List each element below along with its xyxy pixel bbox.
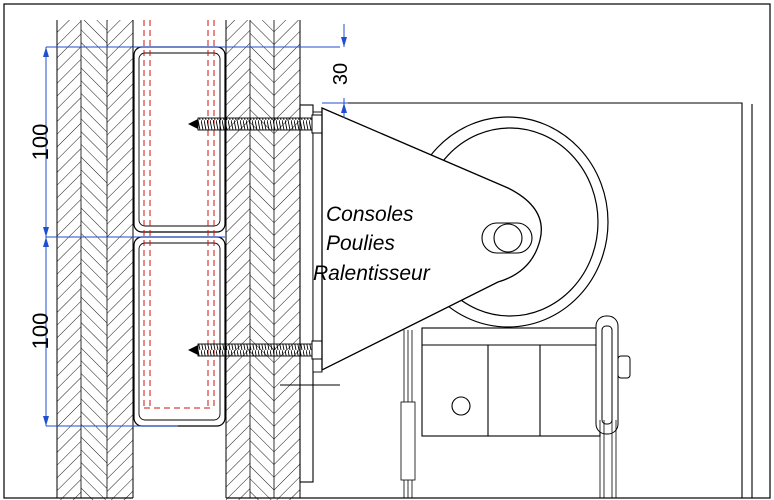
- rectangular-tube-lower: [133, 236, 226, 427]
- cables: [400, 330, 617, 498]
- slot-hole: [481, 222, 533, 254]
- left-wall-section: [56, 20, 133, 500]
- dimension-label-upper: 100: [28, 124, 53, 161]
- dimension-arrows: [43, 37, 347, 426]
- right-wall-section: [226, 20, 301, 500]
- grooved-pulley: [595, 315, 631, 435]
- damper-block: [421, 327, 601, 437]
- screw-lower: [188, 340, 331, 360]
- annotation-line-1: Consoles: [326, 203, 414, 226]
- console-bracket: [321, 107, 542, 372]
- damper-hole: [451, 396, 471, 416]
- screw-upper: [188, 114, 331, 134]
- annotation-line-2: Poulies: [326, 232, 395, 255]
- hidden-lines: [143, 20, 215, 409]
- dimension-label-lower: 100: [28, 313, 53, 350]
- dimension-label-top-offset: 30: [330, 63, 352, 85]
- annotation-line-3: Ralentisseur: [313, 262, 431, 285]
- mounting-plate: [280, 104, 340, 483]
- housing: [322, 102, 753, 498]
- rectangular-tube-upper: [133, 46, 226, 233]
